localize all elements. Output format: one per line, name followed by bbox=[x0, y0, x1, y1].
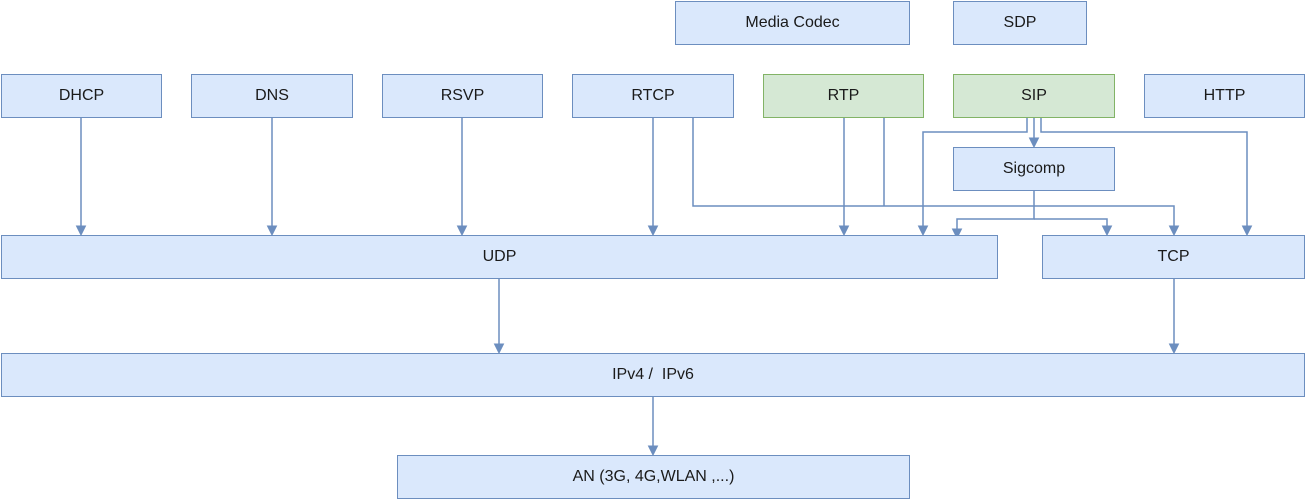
dns-box: DNS bbox=[191, 74, 353, 118]
access-network-box: AN (3G, 4G,WLAN ,...) bbox=[397, 455, 910, 499]
sip-to-udp-arrowhead bbox=[917, 225, 929, 237]
rtcp-box: RTCP bbox=[572, 74, 734, 118]
sdp-box: SDP bbox=[953, 1, 1087, 45]
sigcomp-to-udp-connector bbox=[956, 191, 1035, 232]
rtp-to-udp-arrowhead bbox=[838, 225, 850, 237]
ip-to-an-arrowhead bbox=[647, 445, 659, 457]
udp-to-ip-arrowhead bbox=[493, 343, 505, 355]
sigcomp-to-tcp-arrowhead bbox=[1101, 225, 1113, 237]
rtcp-to-udp-arrowhead bbox=[647, 225, 659, 237]
sip-box: SIP bbox=[953, 74, 1115, 118]
sip-to-tcp-arrowhead bbox=[1241, 225, 1253, 237]
sigcomp-box: Sigcomp bbox=[953, 147, 1115, 191]
rsvp-to-udp-arrowhead bbox=[456, 225, 468, 237]
ip-box: IPv4 / IPv6 bbox=[1, 353, 1305, 397]
dns-to-udp-arrowhead bbox=[266, 225, 278, 237]
http-box: HTTP bbox=[1144, 74, 1305, 118]
sip-to-sigcomp-arrowhead bbox=[1028, 137, 1040, 149]
rtcp-to-tcp-arrowhead bbox=[1168, 225, 1180, 237]
tcp-box: TCP bbox=[1042, 235, 1305, 279]
rtp-box: RTP bbox=[763, 74, 924, 118]
dhcp-to-udp-arrowhead bbox=[75, 225, 87, 237]
dhcp-box: DHCP bbox=[1, 74, 162, 118]
media-codec-box: Media Codec bbox=[675, 1, 910, 45]
udp-box: UDP bbox=[1, 235, 998, 279]
sigcomp-to-tcp-connector bbox=[1034, 218, 1108, 229]
tcp-to-ip-arrowhead bbox=[1168, 343, 1180, 355]
rsvp-box: RSVP bbox=[382, 74, 543, 118]
